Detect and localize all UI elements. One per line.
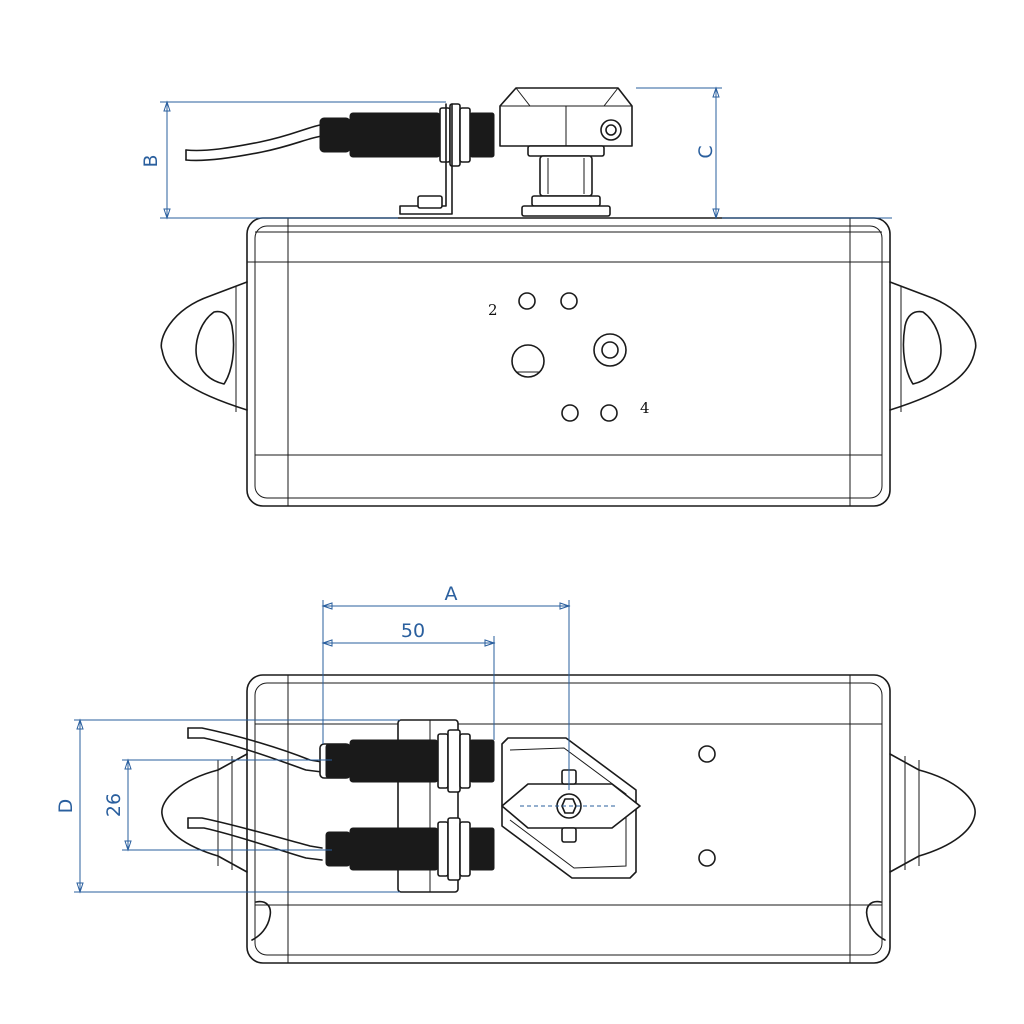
sensor-cables <box>187 727 323 861</box>
actuator-body-top <box>246 217 891 507</box>
port-hole <box>600 404 618 422</box>
dimension-b-label: B <box>140 154 162 167</box>
dimension-b: B <box>140 100 446 220</box>
position-indicator-top <box>499 87 633 217</box>
dimension-26-label: 26 <box>103 793 125 817</box>
right-end-lug-top <box>889 281 977 412</box>
port-hole <box>560 292 578 310</box>
dimension-c: C <box>636 86 892 220</box>
port-pattern-top: 2 4 <box>488 292 650 422</box>
dimension-d: D <box>55 718 400 894</box>
sensor-assembly-top <box>185 103 495 215</box>
bottom-view: A 50 D 26 <box>55 583 976 964</box>
dimension-c-label: C <box>695 145 717 158</box>
threaded-sensor-body <box>349 112 441 158</box>
mounting-hole <box>698 849 716 867</box>
proximity-sensor-lower <box>325 817 495 881</box>
dimension-26: 26 <box>103 758 332 852</box>
sensor-cable-gland <box>319 117 351 153</box>
port-hole <box>518 292 536 310</box>
port-hole <box>561 404 579 422</box>
mounting-hole <box>698 745 716 763</box>
center-boss <box>593 333 627 367</box>
left-end-lug-bottom <box>161 753 248 873</box>
right-end-lug-bottom <box>889 753 976 873</box>
target-cam <box>501 737 641 879</box>
mounting-holes-bottom <box>698 745 716 867</box>
left-end-lug-top <box>160 281 248 412</box>
main-port <box>511 344 545 378</box>
dimension-d-label: D <box>55 799 77 814</box>
dimension-50: 50 <box>321 620 496 740</box>
port-4-label: 4 <box>640 399 650 417</box>
proximity-sensor-upper <box>319 729 495 793</box>
port-2-label: 2 <box>488 301 498 319</box>
top-view: 2 4 <box>140 86 977 507</box>
dimension-50-label: 50 <box>401 620 425 642</box>
dimension-a-label: A <box>445 583 458 605</box>
